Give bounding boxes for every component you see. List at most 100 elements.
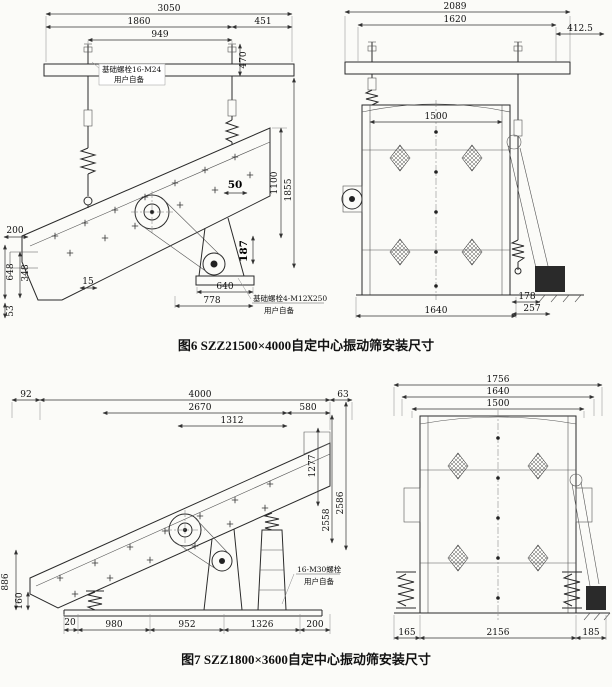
- note-bottom-bolt: 基础螺栓4-M12X250: [253, 293, 327, 303]
- dim-1500: 1500: [425, 112, 448, 122]
- dim-165: 165: [398, 628, 415, 638]
- screen-body-end: [419, 410, 577, 620]
- hanger-rod-left: [79, 76, 97, 208]
- dim-2670: 2670: [189, 403, 212, 413]
- figure6-drawing: 3050 1860 451 949 470 1100 1855 50 187 2…: [3, 2, 605, 319]
- hanger-right-end: [510, 74, 526, 275]
- screen-body-end: [361, 100, 511, 300]
- figure7-caption: 图7 SZZ1800×3600自定中心振动筛安装尺寸: [181, 652, 431, 667]
- dim-3050: 3050: [158, 4, 181, 14]
- dim-50: 50: [228, 179, 243, 191]
- belt-line: [194, 517, 229, 554]
- dim-1312: 1312: [221, 416, 244, 426]
- dim-185: 185: [582, 628, 599, 638]
- dim-580: 580: [299, 403, 316, 413]
- dim-2586: 2586: [336, 491, 346, 514]
- screen-body-side: [9, 127, 271, 301]
- dim-1326: 1326: [251, 620, 274, 630]
- dim-1620: 1620: [444, 15, 467, 25]
- note-top-user: 用户自备: [114, 74, 144, 84]
- dim-15: 15: [82, 277, 94, 287]
- dim-778: 778: [203, 296, 220, 306]
- ground-hatch: [538, 294, 582, 303]
- spring-support-left: [86, 590, 104, 611]
- motor-end: [569, 473, 606, 610]
- note-top-bolt: 基础螺栓16-M24: [102, 64, 162, 74]
- vibrator-pulley: [131, 191, 173, 233]
- dim-63: 63: [337, 390, 349, 400]
- vibrator-pulley: [165, 510, 205, 550]
- dim-648: 648: [6, 263, 16, 280]
- dim-200: 200: [6, 226, 23, 236]
- suspension-beam: [43, 63, 295, 77]
- dim-412.5: 412.5: [567, 24, 593, 34]
- hanger-rod-right: [224, 76, 240, 145]
- dim-451: 451: [254, 17, 271, 27]
- dim-20: 20: [64, 618, 76, 628]
- dim-470: 470: [239, 51, 249, 68]
- anchor-bolt-right: [227, 43, 237, 64]
- dim-178: 178: [518, 292, 535, 302]
- bearing-flange-left: [341, 185, 363, 213]
- dim-2558: 2558: [322, 508, 332, 531]
- dim-2156: 2156: [487, 628, 510, 638]
- fig6-side-view: 3050 1860 451 949 470 1100 1855 50 187 2…: [3, 4, 327, 319]
- anchor-bolt-left: [83, 43, 93, 64]
- note-user: 用户自备: [304, 576, 334, 586]
- note-anchor-bolt-top: 基础螺栓16-M24 用户自备: [91, 61, 166, 86]
- note-bolt: 16-M30螺栓: [297, 564, 342, 574]
- dim-949: 949: [151, 30, 168, 40]
- belt-line: [162, 198, 222, 257]
- bolt-hole-marks: [56, 480, 274, 598]
- dim-2089: 2089: [444, 2, 467, 12]
- figure6-caption: 图6 SZZ21500×4000自定中心振动筛安装尺寸: [177, 338, 435, 353]
- note-bottom-user: 用户自备: [264, 305, 294, 315]
- bracket-right: [575, 487, 593, 523]
- spring-left: [79, 147, 97, 175]
- spring-left-end: [396, 571, 416, 609]
- dim-348: 348: [21, 264, 31, 281]
- hanger-left-end: [364, 74, 380, 106]
- dim-1756: 1756: [487, 375, 510, 385]
- base-frame: [63, 609, 323, 617]
- dim-1277: 1277: [308, 454, 318, 477]
- figure7: 92 4000 63 2670 580 1312 1277 2558 2586 …: [0, 358, 612, 672]
- dim-257: 257: [523, 304, 540, 314]
- bolt-hole-marks: [51, 153, 254, 257]
- tower-support-right: [257, 512, 287, 611]
- dim-200b: 200: [306, 620, 323, 630]
- suspension-beam-end: [344, 61, 571, 75]
- dim-187: 187: [238, 240, 250, 262]
- spring-right: [224, 119, 240, 143]
- dim-1640: 1640: [425, 306, 448, 316]
- dim-1855: 1855: [284, 178, 294, 201]
- note-anchor-bolt-bottom: 基础螺栓4-M12X250 用户自备: [237, 277, 327, 315]
- dim-1500b: 1500: [487, 399, 510, 409]
- dim-92: 92: [20, 390, 31, 400]
- motor-bracket: [203, 528, 243, 611]
- note-anchor-bolt: 16-M30螺栓 用户自备: [281, 564, 342, 605]
- fig7-side-view: 92 4000 63 2670 580 1312 1277 2558 2586 …: [1, 390, 353, 634]
- anchor-bolt-left-end: [367, 41, 377, 62]
- anchor-bolt-right-end: [513, 41, 523, 62]
- figure7-drawing: 92 4000 63 2670 580 1312 1277 2558 2586 …: [1, 375, 611, 640]
- fig6-end-view: 2089 1620 412.5 1500 1640 178 257: [341, 2, 605, 318]
- figure6: 3050 1860 451 949 470 1100 1855 50 187 2…: [3, 2, 605, 353]
- drive-motor: [506, 134, 565, 292]
- dim-1100: 1100: [270, 171, 280, 194]
- motor-bracket: [195, 217, 255, 286]
- dim-1640b: 1640: [487, 387, 510, 397]
- dim-1860: 1860: [128, 17, 151, 27]
- dim-886: 886: [1, 573, 11, 590]
- motor-pulley: [202, 252, 226, 276]
- dim-640: 640: [216, 282, 233, 292]
- spring-right-end: [562, 571, 582, 609]
- hook-left: [83, 196, 93, 206]
- dim-4000: 4000: [189, 390, 212, 400]
- motor-pulley: [211, 550, 233, 572]
- bracket-left: [403, 487, 421, 523]
- dim-160: 160: [15, 592, 25, 609]
- screen-body-side: [29, 431, 331, 609]
- fig7-end-view: 1756 1640 1500: [393, 375, 611, 640]
